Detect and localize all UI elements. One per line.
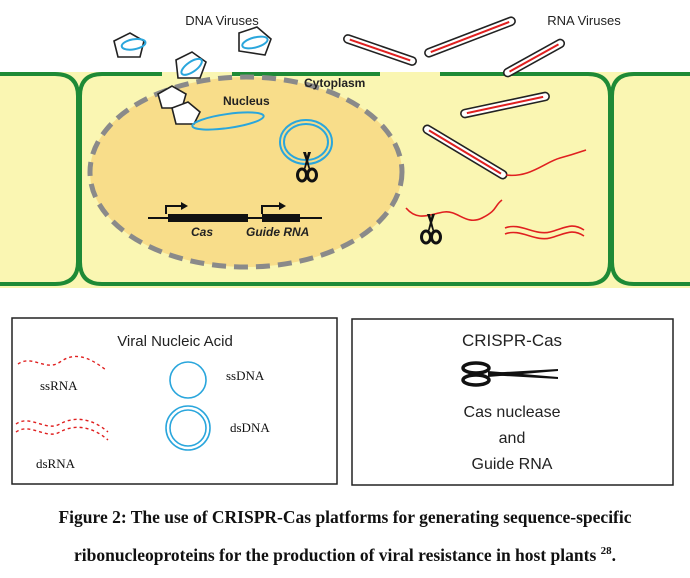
dna-virus [175,51,207,79]
caption-reference: 28 [600,545,612,557]
dna-virus [113,32,147,58]
crispr-diagram: DNA Viruses RNA Viruses Cytoplasm Nucleu… [0,13,690,486]
scissors-icon [461,361,558,387]
dsrna-swatch-a [15,418,109,433]
rna-viruses-label: RNA Viruses [547,13,621,28]
dsrna-label: dsRNA [36,456,76,471]
dna-virus [238,26,272,56]
dsdna-swatch-inner [169,409,207,447]
ssdna-label: ssDNA [226,368,265,383]
cas-gene-label: Cas [191,225,213,239]
rna-virus [343,34,417,66]
ssdna-entering-nucleus [191,111,265,131]
cytoplasm-label: Cytoplasm [304,76,365,90]
caption-line-2: ribonucleoproteins for the production of… [0,534,690,572]
legend-crispr-line1: Cas nuclease [464,404,561,421]
rna-virus [502,38,566,78]
dsrna-swatch-b [15,426,109,441]
legend-crispr-line3: Guide RNA [472,456,553,473]
figure-caption: Figure 2: The use of CRISPR-Cas platform… [0,500,690,572]
gene-cassette [148,202,322,222]
ssrna-label: ssRNA [40,378,78,393]
ssrna-strand [405,199,503,221]
rna-virus [424,16,516,58]
legend-viral-title: Viral Nucleic Acid [117,333,233,350]
ssrna-swatch [17,355,107,371]
dna-viruses-label: DNA Viruses [185,13,259,28]
caption-end: . [611,544,617,565]
caption-line-1: Figure 2: The use of CRISPR-Cas platform… [58,507,632,527]
caption-line-2-text: ribonucleoproteins for the production of… [73,544,601,565]
rna-virus [460,91,550,119]
dsrna-strand [504,225,585,240]
legend-crispr-cas: CRISPR-Cas Cas nuclease and Guide RNA [351,318,674,486]
guide-rna-gene-label: Guide RNA [246,225,309,239]
legend-viral-nucleic-acid: Viral Nucleic Acid ssRNA ssDNA dsRNA dsD… [11,317,338,485]
ssdna-swatch [169,361,207,399]
rna-virus-uncoating [422,124,587,180]
legend-crispr-line2: and [499,430,526,447]
legend-crispr-title: CRISPR-Cas [462,331,562,350]
dna-virus [157,85,201,125]
nucleus-label: Nucleus [223,94,270,108]
dsdna-swatch-outer [165,405,211,451]
dsdna-label: dsDNA [230,420,270,435]
